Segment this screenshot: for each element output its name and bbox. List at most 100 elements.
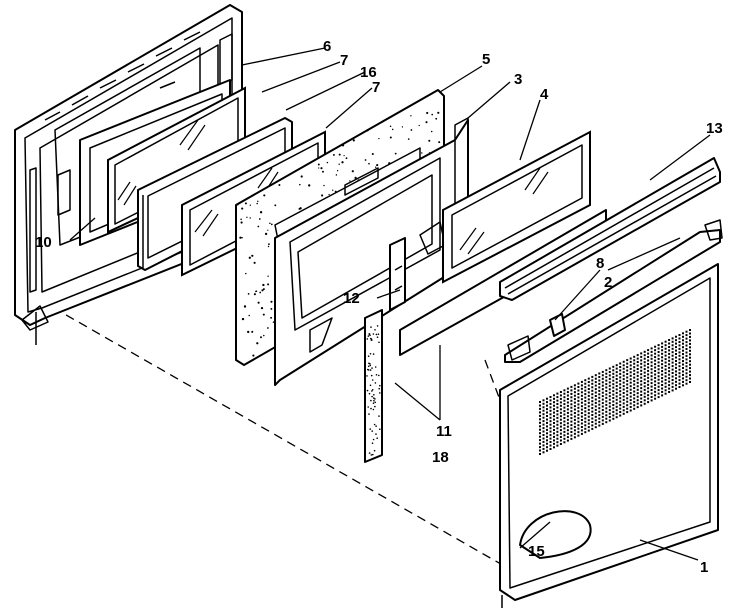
vent-hole [615,398,618,401]
vent-hole [577,389,580,392]
vent-hole [661,384,664,386]
vent-hole [546,425,548,428]
speck [379,392,381,394]
speck [373,423,376,426]
part-insulation-strip-18 [364,309,383,463]
vent-hole [626,359,629,362]
vent-hole [573,432,576,435]
speck [351,170,354,173]
part-outer-glass-4 [442,130,591,284]
vent-hole [678,368,681,371]
vent-hole [542,416,545,419]
vent-hole [664,389,667,392]
vent-hole [657,392,660,395]
vent-hole [685,330,688,333]
vent-hole [612,410,615,413]
vent-hole [647,376,650,379]
speck [345,157,348,160]
speck [239,236,242,239]
vent-hole [689,332,691,335]
vent-hole [619,372,622,375]
vent-hole [650,357,653,360]
vent-hole [640,369,643,372]
vent-hole [601,384,604,387]
vent-hole [647,359,650,362]
speck [262,283,265,287]
vent-hole [605,369,608,372]
vent-hole [650,396,653,398]
vent-hole [559,422,562,425]
vent-hole [636,374,639,377]
vent-hole [559,397,562,400]
vent-hole [605,421,608,424]
vent-hole [678,347,681,350]
speck [248,314,250,317]
vent-hole [633,407,636,410]
vent-hole [612,414,615,417]
speck [428,139,431,142]
vent-hole [605,403,608,406]
vent-hole [553,397,555,400]
vent-hole [566,404,569,407]
vent-hole [668,391,671,393]
vent-hole [608,384,611,387]
speck [374,405,376,408]
vent-hole [539,414,541,417]
vent-hole [553,435,555,438]
callout-6: 6 [323,38,331,55]
vent-hole [622,405,625,408]
vent-hole [643,361,646,364]
vent-hole [584,431,587,434]
vent-hole [650,382,653,385]
vent-hole [689,370,691,373]
vent-hole [563,389,566,392]
vent-hole [570,406,573,409]
vent-hole [594,405,597,408]
vent-hole [689,346,691,349]
vent-hole [566,387,569,390]
vent-hole [619,386,622,389]
vent-hole [539,411,541,414]
vent-hole [594,374,597,377]
vent-hole [573,436,576,439]
vent-hole [601,419,604,422]
vent-hole [612,383,615,386]
vent-hole [650,392,653,395]
vent-hole [573,398,576,401]
vent-hole [626,369,629,372]
vent-hole [559,436,562,438]
callout-15: 15 [528,543,545,560]
vent-hole [566,401,569,404]
vent-hole [546,442,548,445]
vent-hole [657,371,660,374]
vent-hole [678,379,681,382]
vent-hole [689,356,691,359]
vent-hole [615,395,618,398]
vent-hole [633,397,636,400]
vent-hole [636,361,639,363]
vent-hole [657,389,660,392]
vent-hole [580,405,583,408]
speck [375,425,377,427]
vent-hole [577,396,580,399]
speck [391,128,394,131]
speck [328,193,330,196]
vent-hole [553,408,555,411]
vent-hole [664,344,667,347]
vent-hole [622,381,625,384]
vent-hole [559,408,562,411]
vent-hole [577,393,580,395]
vent-hole [594,377,597,380]
vent-hole [601,391,604,394]
vent-hole [650,399,653,402]
vent-hole [678,386,681,388]
speck [241,207,244,210]
vent-hole [615,391,618,394]
vent-hole [633,362,636,365]
vent-hole [640,387,643,390]
speck [367,369,370,371]
vent-hole [619,376,622,379]
vent-hole [664,340,667,343]
speck [366,389,369,392]
